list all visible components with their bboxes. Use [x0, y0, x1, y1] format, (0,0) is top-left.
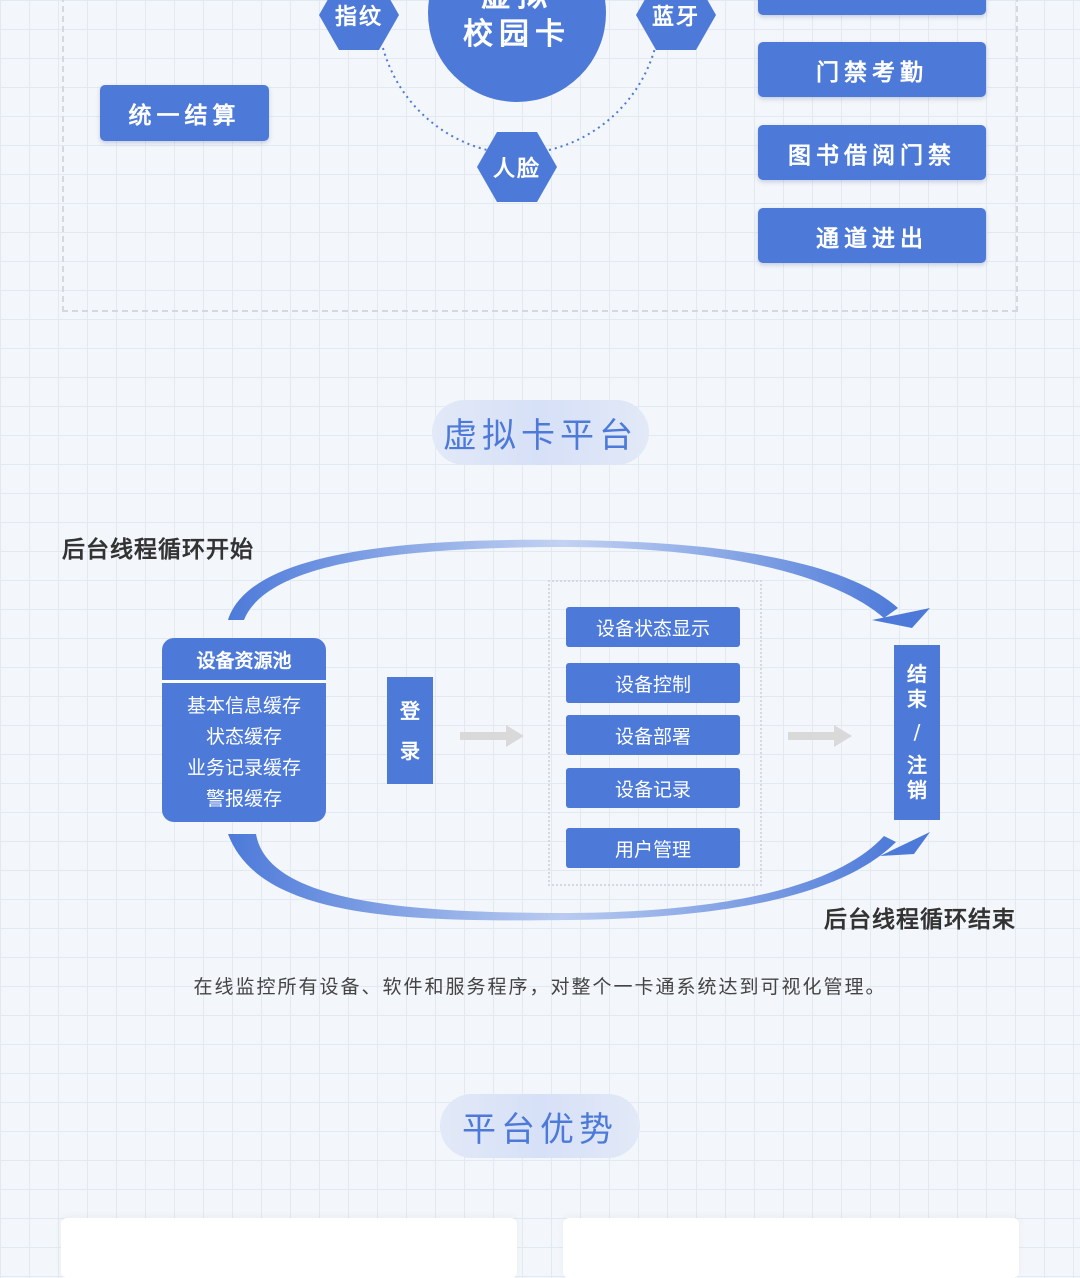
pool-item: 状态缓存: [205, 726, 282, 748]
loop-start-label: 后台线程循环开始: [62, 537, 254, 563]
top-dashed-frame: [62, 0, 1018, 312]
end-logout-box: 结 束 / 注 销: [894, 645, 940, 820]
arrow-right-gray: [788, 725, 852, 747]
advantage-card-left: [61, 1218, 517, 1278]
center-line-1: 虚拟: [481, 0, 553, 16]
pool-title: 设备资源池: [162, 638, 326, 683]
loop-arrows: [228, 539, 930, 921]
pool-item: 基本信息缓存: [186, 695, 301, 717]
device-control: 设备控制: [566, 663, 740, 703]
pool-item: 业务记录缓存: [186, 757, 301, 779]
login-box: 登 录: [387, 677, 433, 784]
access-attendance-button: 门禁考勤: [758, 42, 986, 97]
device-deployment: 设备部署: [566, 715, 740, 755]
function-group: [548, 580, 762, 886]
end-char: 结: [907, 662, 927, 686]
user-management: 用户管理: [566, 828, 740, 868]
advantages-title-text: 平台优势: [462, 1109, 618, 1150]
virtual-platform-title: 虚拟卡平台: [432, 400, 649, 465]
end-char: 注: [907, 753, 927, 777]
hex-bluetooth-label: 蓝牙: [651, 5, 700, 30]
end-char: /: [913, 720, 921, 744]
unified-settlement-label: 统一结算: [128, 103, 241, 129]
device-status-display: 设备状态显示: [566, 607, 740, 647]
virtual-platform-title-text: 虚拟卡平台: [443, 416, 638, 456]
device-record: 设备记录: [566, 768, 740, 808]
top-orbit: [382, 47, 656, 151]
unified-settlement-button: 统一结算: [100, 85, 269, 141]
pool-list: 基本信息缓存 状态缓存 业务记录缓存 警报缓存: [162, 683, 326, 815]
library-access-label: 图书借阅门禁: [788, 142, 956, 169]
pool-item: 警报缓存: [205, 788, 282, 810]
access-attendance-label: 门禁考勤: [816, 59, 928, 86]
hex-fingerprint-label: 指纹: [334, 5, 383, 30]
hex-face-label: 人脸: [492, 157, 541, 182]
login-char: 录: [400, 738, 420, 763]
advantages-title: 平台优势: [440, 1094, 640, 1158]
arrow-right-gray: [460, 725, 524, 747]
right-button-partial: [758, 0, 986, 15]
platform-caption: 在线监控所有设备、软件和服务程序，对整个一卡通系统达到可视化管理。: [193, 976, 887, 998]
channel-access-button: 通道进出: [758, 208, 986, 263]
end-char: 销: [907, 778, 927, 802]
advantage-card-right: [563, 1218, 1019, 1278]
login-char: 登: [400, 698, 420, 723]
loop-end-label: 后台线程循环结束: [824, 907, 1016, 933]
library-access-button: 图书借阅门禁: [758, 125, 986, 180]
device-resource-pool: 设备资源池 基本信息缓存 状态缓存 业务记录缓存 警报缓存: [162, 638, 326, 822]
channel-access-label: 通道进出: [816, 225, 928, 252]
center-line-2: 校园卡: [463, 17, 571, 52]
end-char: 束: [907, 687, 927, 711]
